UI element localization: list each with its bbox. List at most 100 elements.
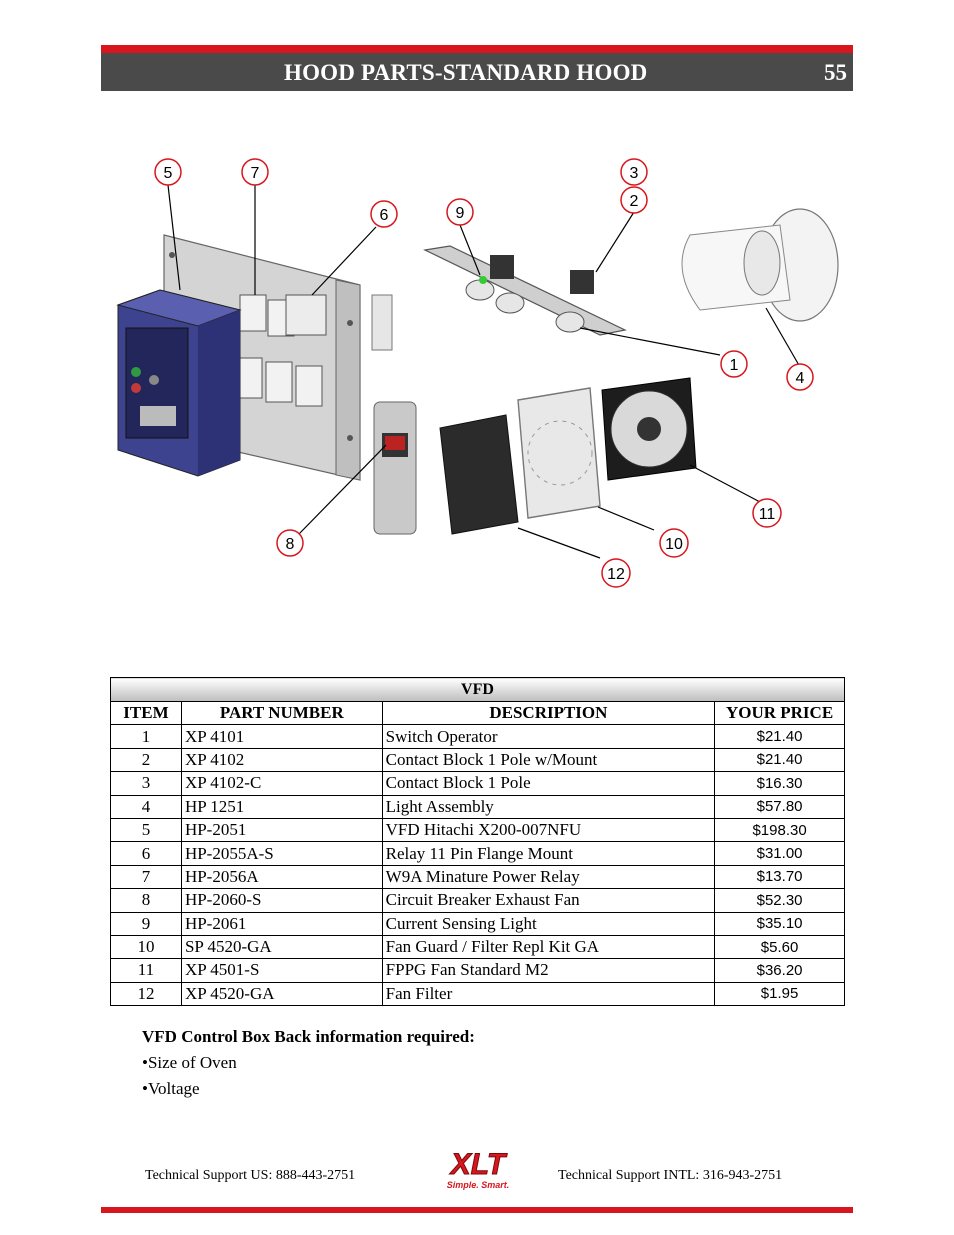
item-cell: 12 (110, 981, 182, 1007)
price-cell: $57.80 (714, 794, 845, 819)
price-cell: $5.60 (714, 934, 845, 960)
fan-filter-pad (439, 414, 519, 535)
part-number-cell: XP 4102-C (180, 771, 383, 796)
description-cell: Switch Operator (381, 724, 716, 749)
description-cell: Fan Guard / Filter Repl Kit GA (381, 934, 716, 960)
callout-3: 3 (620, 158, 648, 186)
note-item: •Size of Oven (142, 1053, 237, 1072)
exhaust-fan (601, 377, 697, 481)
column-header-description: DESCRIPTION (381, 700, 716, 726)
description-cell: Circuit Breaker Exhaust Fan (381, 888, 716, 913)
description-cell: VFD Hitachi X200-007NFU (381, 817, 716, 843)
exploded-parts-diagram: 5 7 6 9 3 2 1 4 11 8 10 12 (116, 158, 839, 588)
price-cell: $198.30 (714, 817, 845, 843)
description-cell: Current Sensing Light (381, 911, 716, 936)
light-assembly (681, 208, 839, 322)
callout-6: 6 (370, 200, 398, 228)
footer-bottom-rule (101, 1207, 853, 1213)
callout-9: 9 (446, 198, 474, 226)
part-number-cell: HP-2060-S (180, 888, 383, 913)
item-cell: 7 (110, 864, 182, 890)
item-cell: 9 (110, 911, 182, 936)
callout-4: 4 (786, 363, 814, 391)
item-cell: 2 (110, 747, 182, 773)
footer: Technical Support US: 888-443-2751 XLT S… (0, 1148, 954, 1205)
note-item: •Voltage (142, 1079, 200, 1098)
description-cell: FPPG Fan Standard M2 (381, 958, 716, 983)
notes-section: VFD Control Box Back information require… (142, 1024, 475, 1102)
title-bar: HOOD PARTS-STANDARD HOOD 55 (101, 53, 853, 91)
callout-label: 11 (759, 506, 776, 523)
item-cell: 4 (110, 794, 182, 819)
item-cell: 5 (110, 817, 182, 843)
page-title: HOOD PARTS-STANDARD HOOD (284, 60, 648, 85)
callout-label: 12 (607, 566, 625, 583)
description-cell: Contact Block 1 Pole (381, 771, 716, 796)
price-cell: $35.10 (714, 911, 845, 936)
terminal-strip (371, 294, 393, 351)
description-cell: W9A Minature Power Relay (381, 864, 716, 890)
parts-table: VFD ITEM PART NUMBER DESCRIPTION YOUR PR… (110, 677, 845, 1007)
callout-label: 7 (251, 165, 260, 182)
part-number-cell: XP 4101 (180, 724, 383, 749)
part-number-cell: XP 4501-S (180, 958, 383, 983)
switch-plate (423, 245, 627, 336)
leader-lines (167, 184, 801, 559)
callout-label: 4 (796, 370, 805, 387)
part-number-cell: XP 4520-GA (180, 981, 383, 1007)
item-cell: 8 (110, 888, 182, 913)
fan-guard (517, 387, 601, 519)
part-number-cell: HP-2056A (180, 864, 383, 890)
price-cell: $36.20 (714, 958, 845, 983)
price-cell: $13.70 (714, 864, 845, 890)
logo-text: XLT (449, 1148, 508, 1181)
callout-1: 1 (720, 350, 748, 378)
callout-5: 5 (154, 158, 182, 186)
item-cell: 11 (110, 958, 182, 983)
support-us-phone: Technical Support US: 888-443-2751 (145, 1168, 356, 1183)
description-cell: Contact Block 1 Pole w/Mount (381, 747, 716, 773)
column-header-your-price: YOUR PRICE (714, 700, 845, 726)
part-number-cell: HP-2055A-S (180, 841, 383, 866)
callout-11: 11 (752, 498, 782, 528)
callout-label: 5 (164, 165, 173, 182)
relay-row-top (239, 294, 327, 337)
column-header-part-number: PART NUMBER (180, 700, 383, 726)
part-number-cell: HP 1251 (180, 794, 383, 819)
price-cell: $31.00 (714, 841, 845, 866)
callout-label: 8 (286, 536, 295, 553)
callout-label: 3 (630, 165, 639, 182)
page-number: 55 (824, 60, 847, 85)
callout-7: 7 (241, 158, 269, 186)
item-cell: 10 (110, 934, 182, 960)
price-cell: $1.95 (714, 981, 845, 1007)
logo-tagline: Simple. Smart. (447, 1180, 510, 1190)
callout-label: 10 (665, 536, 683, 553)
item-cell: 3 (110, 771, 182, 796)
description-cell: Light Assembly (381, 794, 716, 819)
notes-heading: VFD Control Box Back information require… (142, 1027, 475, 1046)
vfd-unit (116, 289, 242, 477)
price-cell: $52.30 (714, 888, 845, 913)
part-number-cell: SP 4520-GA (180, 934, 383, 960)
item-cell: 6 (110, 841, 182, 866)
part-number-cell: XP 4102 (180, 747, 383, 773)
description-cell: Relay 11 Pin Flange Mount (381, 841, 716, 866)
callout-12: 12 (601, 558, 631, 588)
part-number-cell: HP-2061 (180, 911, 383, 936)
price-cell: $16.30 (714, 771, 845, 796)
price-cell: $21.40 (714, 724, 845, 749)
callout-label: 1 (730, 357, 739, 374)
